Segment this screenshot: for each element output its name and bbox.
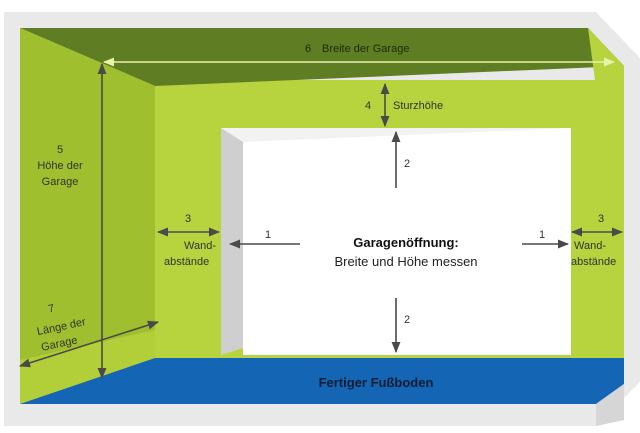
opening-title: Garagenöffnung: — [353, 235, 458, 250]
floor — [20, 358, 624, 404]
width-label-num: 6 — [305, 43, 311, 55]
height-label-text-2: Garage — [42, 176, 79, 188]
length-arrow — [18, 320, 160, 368]
side-right-label-text-2: abstände — [571, 256, 616, 268]
opening-width-label-right: 1 — [539, 229, 545, 241]
opening-height-label-bottom: 2 — [404, 314, 410, 326]
opening-reveal — [221, 128, 243, 355]
floor-label: Fertiger Fußboden — [319, 375, 434, 390]
opening — [243, 128, 571, 355]
width-label-text: Breite der Garage — [322, 43, 409, 55]
side-right-label-text-1: Wand- — [574, 240, 606, 252]
side-left-label-num: 3 — [185, 213, 191, 225]
ceiling — [20, 28, 624, 86]
lintel-label-text: Sturzhöhe — [393, 100, 443, 112]
opening-width-label-left: 1 — [265, 229, 271, 241]
right-corner — [596, 384, 624, 426]
side-right-label-num: 3 — [598, 213, 604, 225]
left-wall — [20, 28, 155, 404]
height-label-text-1: Höhe der — [37, 160, 83, 172]
length-label-num: 7 — [47, 303, 55, 316]
lintel-label-num: 4 — [365, 100, 371, 112]
opening-subtitle: Breite und Höhe messen — [334, 254, 477, 269]
right-wall-lit — [571, 86, 624, 358]
side-left-label-text-2: abstände — [164, 256, 209, 268]
height-label-num: 5 — [57, 144, 63, 156]
opening-height-label-top: 2 — [404, 158, 410, 170]
side-left-label-text-1: Wand- — [184, 240, 216, 252]
